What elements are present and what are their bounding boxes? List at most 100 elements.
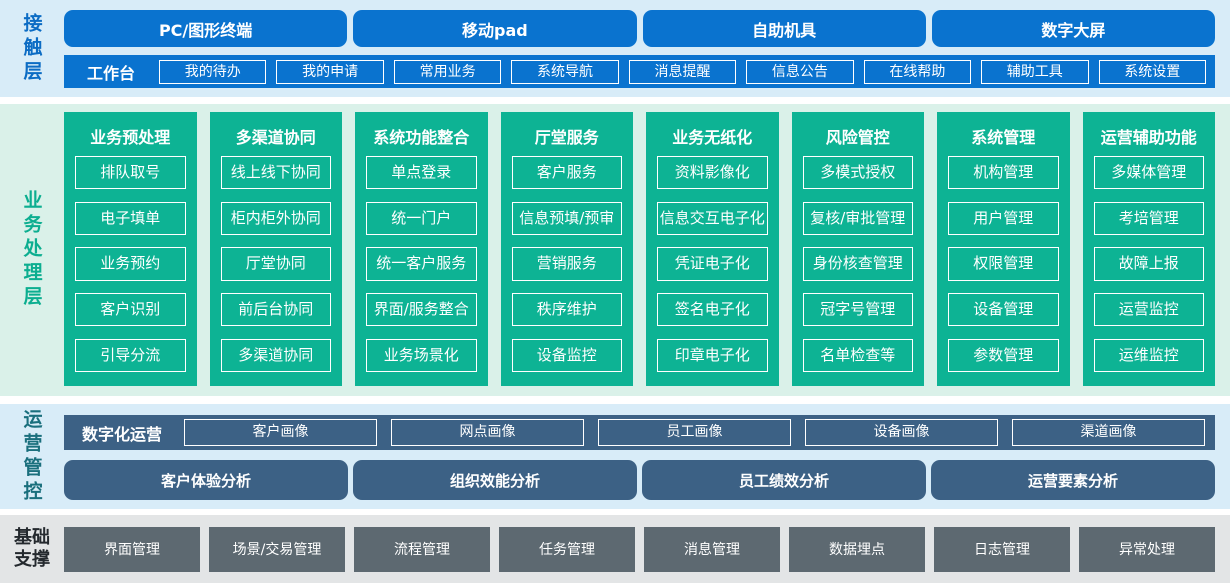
column-items: 多模式授权 复核/审批管理 身份核查管理 冠字号管理 名单检查等 [801, 150, 916, 378]
business-layer-label-text: 业务处理层 [20, 190, 43, 310]
column-title: 系统功能整合 [373, 128, 470, 147]
column-item: 设备管理 [948, 292, 1059, 327]
column-item: 资料影像化 [657, 156, 768, 190]
contact-layer-content: PC/图形终端 移动pad 自助机具 数字大屏 工作台 我的待办 我的申请 常用… [64, 0, 1230, 97]
column-item: 业务预约 [75, 247, 186, 281]
digital-operations-label: 数字化运营 [82, 424, 163, 444]
column-items: 多媒体管理 考培管理 故障上报 运营监控 运维监控 [1092, 150, 1207, 378]
analysis-row: 客户体验分析 组织效能分析 员工绩效分析 运营要素分析 [64, 460, 1215, 500]
contact-layer-label: 接触层 [0, 0, 64, 97]
foundation-log-management: 日志管理 [934, 526, 1070, 572]
column-item: 信息交互电子化 [657, 201, 768, 236]
contact-layer-label-text: 接触层 [20, 12, 43, 85]
contact-layer-band: 接触层 PC/图形终端 移动pad 自助机具 数字大屏 工作台 我的待办 我的申… [0, 0, 1230, 97]
column-items: 客户服务 信息预填/预审 营销服务 秩序维护 设备监控 [510, 150, 625, 378]
column-item: 多模式授权 [802, 156, 913, 190]
column-paperless-business: 业务无纸化 资料影像化 信息交互电子化 凭证电子化 签名电子化 印章电子化 [646, 112, 779, 386]
column-item: 统一客户服务 [366, 247, 477, 281]
column-item: 权限管理 [948, 247, 1059, 281]
column-items: 机构管理 用户管理 权限管理 设备管理 参数管理 [946, 150, 1061, 378]
foundation-scenario-transaction-management: 场景/交易管理 [209, 526, 345, 572]
business-layer-label: 业务处理层 [0, 104, 64, 396]
channel-self-service: 自助机具 [642, 10, 926, 47]
column-item: 电子填单 [75, 201, 186, 236]
analysis-employee-performance: 员工绩效分析 [642, 460, 926, 500]
column-lobby-services: 厅堂服务 客户服务 信息预填/预审 营销服务 秩序维护 设备监控 [500, 112, 633, 386]
workbench-item-my-applications: 我的申请 [276, 59, 384, 84]
foundation-exception-handling: 异常处理 [1079, 526, 1215, 572]
workbench-item-system-settings: 系统设置 [1098, 59, 1206, 84]
foundation-message-management: 消息管理 [644, 526, 780, 572]
column-title: 多渠道协同 [235, 128, 316, 147]
column-item: 引导分流 [75, 338, 186, 372]
foundation-layer-label-text: 基础支撑 [14, 526, 50, 571]
operations-layer-band: 运营管控 数字化运营 客户画像 网点画像 员工画像 设备画像 渠道画像 客户体验… [0, 404, 1230, 509]
foundation-interface-management: 界面管理 [64, 526, 200, 572]
column-risk-control: 风险管控 多模式授权 复核/审批管理 身份核查管理 冠字号管理 名单检查等 [791, 112, 924, 386]
operations-layer-content: 数字化运营 客户画像 网点画像 员工画像 设备画像 渠道画像 客户体验分析 组织… [64, 404, 1230, 509]
workbench-item-auxiliary-tools: 辅助工具 [981, 59, 1089, 84]
foundation-data-tracking: 数据埋点 [789, 526, 925, 572]
column-items: 线上线下协同 柜内柜外协同 厅堂协同 前后台协同 多渠道协同 [219, 150, 334, 378]
column-item: 设备监控 [511, 338, 622, 372]
foundation-task-management: 任务管理 [499, 526, 635, 572]
profile-customer: 客户画像 [184, 419, 378, 446]
foundation-layer-band: 基础支撑 界面管理 场景/交易管理 流程管理 任务管理 消息管理 数据埋点 日志… [0, 515, 1230, 583]
workbench-item-info-announcements: 信息公告 [746, 59, 854, 84]
column-item: 客户识别 [75, 292, 186, 327]
digital-operations-bar: 数字化运营 客户画像 网点画像 员工画像 设备画像 渠道画像 [64, 415, 1215, 450]
column-item: 名单检查等 [802, 338, 913, 372]
profile-branch: 网点画像 [391, 419, 585, 446]
channel-pc-terminal: PC/图形终端 [64, 10, 348, 47]
workbench-item-my-todo: 我的待办 [159, 59, 267, 84]
column-item: 凭证电子化 [657, 247, 768, 281]
column-item: 多渠道协同 [220, 338, 331, 372]
column-item: 秩序维护 [511, 292, 622, 327]
business-layer-band: 业务处理层 业务预处理 排队取号 电子填单 业务预约 客户识别 引导分流 多渠道… [0, 104, 1230, 396]
workbench-bar: 工作台 我的待办 我的申请 常用业务 系统导航 消息提醒 信息公告 在线帮助 辅… [64, 55, 1215, 88]
column-items: 排队取号 电子填单 业务预约 客户识别 引导分流 [73, 150, 188, 378]
column-item: 客户服务 [511, 156, 622, 190]
column-item: 复核/审批管理 [802, 201, 913, 236]
column-item: 排队取号 [75, 156, 186, 190]
column-item: 线上线下协同 [220, 156, 331, 190]
workbench-item-common-business: 常用业务 [393, 59, 502, 84]
column-item: 身份核查管理 [802, 247, 913, 281]
workbench-item-system-navigation: 系统导航 [511, 59, 619, 84]
column-item: 单点登录 [366, 156, 477, 190]
column-item: 柜内柜外协同 [220, 201, 331, 236]
profile-employee: 员工画像 [598, 419, 792, 446]
column-title: 业务无纸化 [672, 128, 753, 147]
analysis-operational-elements: 运营要素分析 [931, 460, 1215, 500]
column-item: 多媒体管理 [1093, 156, 1204, 190]
column-item: 前后台协同 [220, 292, 331, 327]
column-item: 业务场景化 [366, 338, 477, 372]
foundation-layer-label: 基础支撑 [0, 515, 64, 583]
workbench-label: 工作台 [87, 63, 136, 83]
column-item: 考培管理 [1093, 201, 1204, 236]
channel-digital-screen: 数字大屏 [931, 10, 1215, 47]
column-title: 业务预处理 [90, 128, 171, 147]
column-item: 机构管理 [948, 156, 1059, 190]
foundation-items: 界面管理 场景/交易管理 流程管理 任务管理 消息管理 数据埋点 日志管理 异常… [64, 515, 1230, 583]
column-item: 签名电子化 [657, 292, 768, 327]
foundation-process-management: 流程管理 [354, 526, 490, 572]
column-items: 单点登录 统一门户 统一客户服务 界面/服务整合 业务场景化 [364, 150, 479, 378]
column-item: 运维监控 [1093, 338, 1204, 372]
column-items: 资料影像化 信息交互电子化 凭证电子化 签名电子化 印章电子化 [655, 150, 770, 378]
column-title: 风险管控 [825, 128, 890, 147]
column-item: 统一门户 [366, 201, 477, 236]
column-system-management: 系统管理 机构管理 用户管理 权限管理 设备管理 参数管理 [937, 112, 1070, 386]
column-title: 厅堂服务 [534, 128, 599, 147]
column-item: 信息预填/预审 [511, 201, 622, 236]
column-item: 营销服务 [511, 247, 622, 281]
column-business-preprocessing: 业务预处理 排队取号 电子填单 业务预约 客户识别 引导分流 [64, 112, 197, 386]
analysis-customer-experience: 客户体验分析 [64, 460, 348, 500]
column-item: 冠字号管理 [802, 292, 913, 327]
column-item: 用户管理 [948, 201, 1059, 236]
business-columns: 业务预处理 排队取号 电子填单 业务预约 客户识别 引导分流 多渠道协同 线上线… [64, 104, 1230, 396]
column-item: 界面/服务整合 [366, 292, 477, 327]
analysis-organizational-efficiency: 组织效能分析 [353, 460, 637, 500]
column-item: 厅堂协同 [220, 247, 331, 281]
column-title: 系统管理 [971, 128, 1036, 147]
